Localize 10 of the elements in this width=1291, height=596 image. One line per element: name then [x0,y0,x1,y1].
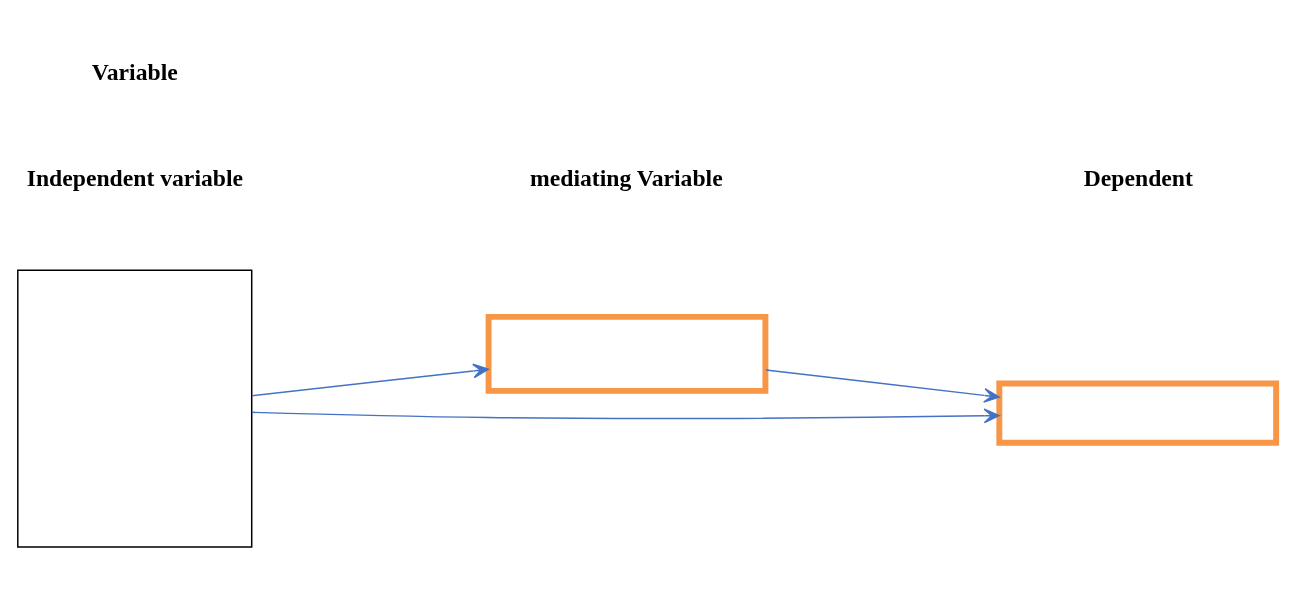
arrow [251,363,489,397]
label: Independent variable [26,165,244,192]
label: Dependent [1083,165,1193,192]
node-box [17,269,253,548]
node-box [996,380,1280,446]
node-box [485,313,769,394]
label: Variable [91,58,178,85]
label: mediating Variable [530,165,723,192]
arrow [251,408,1000,424]
arrow [765,369,1000,403]
